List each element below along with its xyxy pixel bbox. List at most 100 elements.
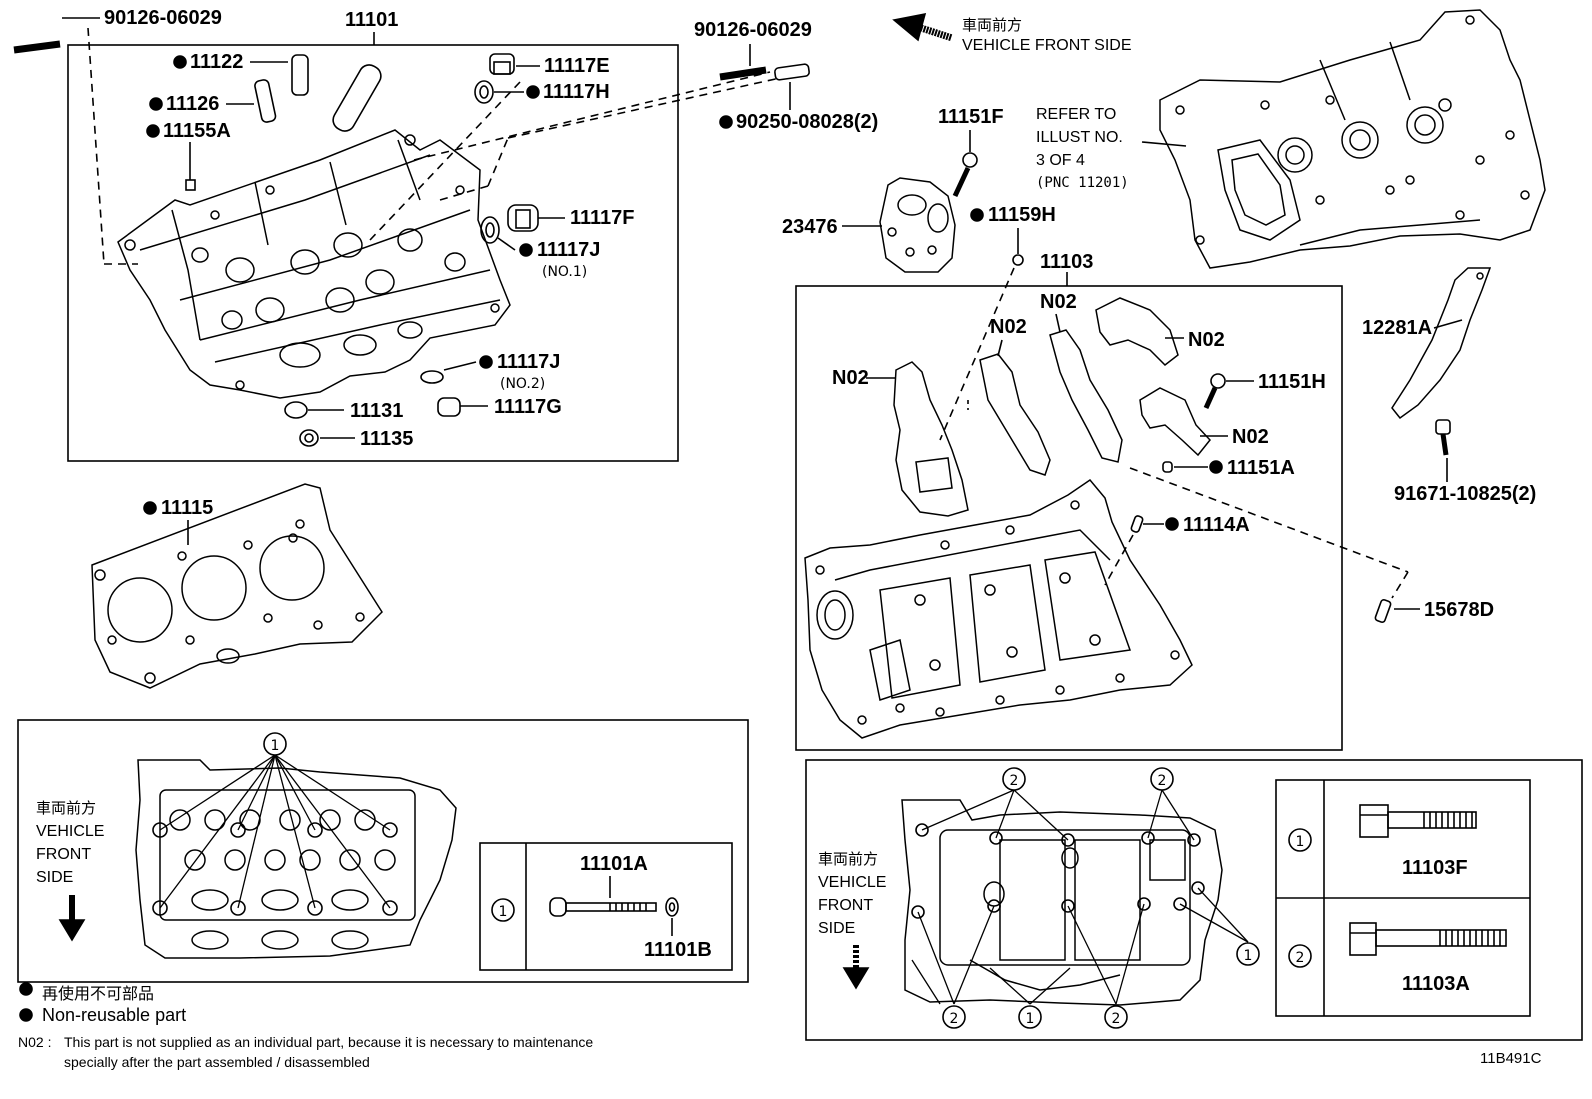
bolt-11101A-icon	[549, 897, 679, 917]
label-n02-1: N02	[832, 367, 869, 389]
bolt-91671-icon	[1435, 419, 1451, 456]
label-11155A: 11155A	[163, 120, 231, 142]
diagram-code: 11B491C	[1480, 1050, 1542, 1067]
label-11117J-1-sub: (NO.1)	[542, 264, 587, 280]
valve-guide-icon	[254, 54, 382, 132]
note-jp: 再使用不可部品	[42, 986, 155, 1003]
front-label-left: 車両前方 VEHICLE FRONT SIDE	[36, 797, 104, 889]
front-label-jp-right: 車両前方	[818, 851, 879, 868]
cylinder-head-box	[67, 44, 679, 462]
front-label-en-left-2: FRONT	[36, 846, 92, 863]
label-n02-2: N02	[990, 316, 1027, 338]
front-arrow-icon	[892, 12, 954, 42]
label-11117F: 11117F	[570, 207, 635, 229]
label-n02-3: N02	[1040, 291, 1077, 313]
refer-line-1: REFER TO	[1036, 106, 1117, 123]
callout-1-b: 1	[1244, 948, 1253, 964]
front-label-jp-top: 車両前方	[962, 17, 1023, 34]
front-label-en-left-3: SIDE	[36, 869, 74, 886]
chain-guide-illustration	[1391, 267, 1492, 420]
callout-2-c: 2	[950, 1011, 959, 1027]
label-11159H: 11159H	[988, 204, 1056, 226]
bullet-icon	[19, 1008, 33, 1022]
label-11131: 11131	[350, 400, 403, 422]
label-23476: 23476	[782, 216, 838, 238]
table-left-num: 1	[499, 904, 508, 920]
stud-bolt-icon	[13, 40, 61, 54]
crankcase-lower-illustration	[804, 478, 1193, 739]
label-91671: 91671-10825(2)	[1394, 483, 1536, 505]
label-90126-a: 90126-06029	[104, 7, 222, 29]
label-11101: 11101	[345, 9, 398, 31]
label-11135: 11135	[360, 428, 413, 450]
callout-2-d: 2	[1112, 1011, 1121, 1027]
torque-sequence-box-right	[805, 759, 1583, 1041]
note-n02-key: N02 :	[18, 1034, 52, 1050]
refer-line-2: ILLUST NO.	[1036, 129, 1123, 146]
label-n02-4: N02	[1188, 329, 1225, 351]
label-11101A: 11101A	[580, 853, 648, 875]
front-label-en-left-1: VEHICLE	[36, 823, 105, 840]
crankcase-box	[795, 285, 1343, 751]
bearing-cap-illustration	[893, 297, 1211, 517]
timing-cover-illustration	[1159, 9, 1546, 269]
stud-bolt-icon	[719, 63, 810, 81]
label-11103A: 11103A	[1402, 973, 1470, 995]
label-11117E: 11117E	[544, 55, 610, 77]
label-11151H: 11151H	[1258, 371, 1326, 393]
front-label-jp-left: 車両前方	[36, 800, 97, 817]
front-label-right: 車両前方 VEHICLE FRONT SIDE	[818, 848, 886, 940]
label-11101B: 11101B	[644, 939, 712, 961]
note-non-reusable: Non-reusable part	[42, 1005, 187, 1025]
water-outlet-illustration	[879, 177, 956, 273]
head-gasket-illustration	[91, 483, 383, 689]
label-11151A: 11151A	[1227, 457, 1295, 479]
plug-icon	[474, 53, 515, 104]
callout-1: 1	[271, 738, 280, 754]
callout-1-a: 1	[1026, 1011, 1035, 1027]
bolt-11151H-icon	[1203, 373, 1226, 410]
table-right-num-2: 2	[1296, 950, 1305, 966]
callout-2-a: 2	[1010, 773, 1019, 789]
table-right-num-1: 1	[1296, 834, 1305, 850]
label-11117H: 11117H	[543, 81, 610, 103]
label-11117J-2: 11117J	[497, 351, 560, 373]
front-label-en-right-2: FRONT	[818, 897, 874, 914]
label-11103: 11103	[1040, 251, 1093, 273]
note-n02-line2: specially after the part assembled / dis…	[64, 1054, 370, 1070]
label-11151F: 11151F	[938, 106, 1004, 128]
bolt-11103A-icon	[1349, 922, 1507, 956]
bullet-icon	[19, 982, 33, 996]
label-12281A: 12281A	[1362, 317, 1432, 339]
label-11117G: 11117G	[494, 396, 562, 418]
label-11122: 11122	[190, 51, 243, 73]
front-label-en-right-3: SIDE	[818, 920, 856, 937]
label-11115: 11115	[161, 497, 213, 519]
label-11103F: 11103F	[1402, 857, 1468, 879]
washer-icon	[284, 370, 461, 447]
refer-line-4: (PNC 11201)	[1036, 175, 1129, 191]
front-arrow-icon	[58, 895, 86, 942]
refer-line-3: 3 OF 4	[1036, 152, 1085, 169]
label-90250: 90250-08028(2)	[736, 111, 878, 133]
label-11117J-2-sub: (NO.2)	[500, 376, 545, 392]
refer-note: REFER TO ILLUST NO. 3 OF 4 (PNC 11201)	[1036, 103, 1129, 195]
pin-15678D-icon	[1374, 598, 1392, 624]
label-n02-5: N02	[1232, 426, 1269, 448]
bolt-position-markers	[911, 823, 1205, 919]
block-bottom-view	[901, 799, 1223, 1006]
front-label-en-top: VEHICLE FRONT SIDE	[962, 37, 1132, 54]
front-arrow-icon	[842, 945, 870, 990]
plug-icon	[480, 204, 539, 244]
callout-2-b: 2	[1158, 773, 1167, 789]
label-11117J-1: 11117J	[537, 239, 600, 261]
front-label-en-right-1: VEHICLE	[818, 874, 887, 891]
cylinder-head-illustration	[117, 129, 511, 399]
bolt-11103F-icon	[1359, 804, 1477, 838]
head-bottom-view	[135, 759, 457, 959]
label-11126: 11126	[166, 93, 219, 115]
torque-sequence-box-left	[17, 719, 749, 983]
label-11114A: 11114A	[1183, 514, 1250, 536]
bolt-11151F-icon	[952, 152, 978, 198]
